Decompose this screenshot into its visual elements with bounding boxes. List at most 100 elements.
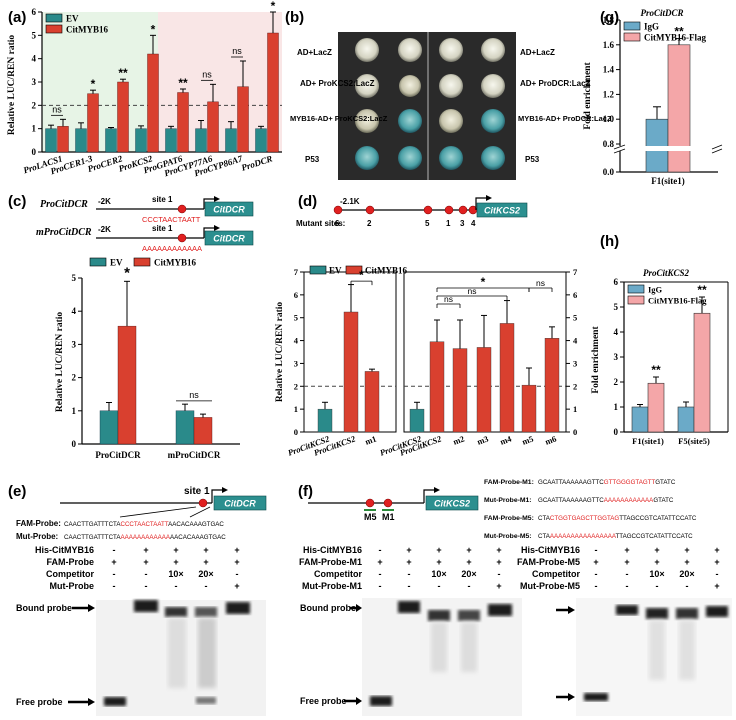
emsa-table-e: His-CitMYB16-++++FAM-Probe+++++Competito… (35, 545, 240, 591)
h-sig-label: ** (651, 363, 661, 377)
c-site-label-m: site 1 (152, 224, 173, 233)
panel-h-label: (h) (600, 233, 619, 250)
gel-f2-band-bound-5 (706, 606, 728, 617)
d-gene-box (476, 202, 528, 218)
a-bar-ev (75, 128, 87, 153)
f-gene-box (425, 495, 479, 511)
d-y-tick-label-right: 4 (573, 336, 578, 346)
yeast-colony (481, 109, 505, 133)
h-bar-igg (631, 406, 649, 433)
a-legend-label: CitMYB16 (66, 25, 108, 35)
f2-cell: 10× (649, 569, 664, 579)
f2-cell: + (654, 545, 659, 555)
g-bar-igg (645, 118, 669, 173)
d-bar-cit (499, 323, 515, 433)
f1-cell: + (466, 545, 471, 555)
f1-row-label: FAM-Probe-M1 (299, 557, 362, 567)
panel-g-label: (g) (600, 9, 619, 26)
d-x-tick-label: m5 (521, 433, 535, 446)
gel-e-band-bound-4 (195, 607, 217, 617)
e-arrow-head-icon (222, 487, 228, 493)
panel-d-construct: -2.1K CitKCS2 Mutant sites: 6 2 5 1 3 4 (296, 195, 528, 228)
f1-cell: - (438, 581, 441, 591)
d-y-tick-label: 0 (294, 427, 298, 437)
d-bar-cit (521, 384, 537, 433)
h-y-tick-label: 3 (614, 352, 619, 362)
mpro-cit-dcr-label: mProCitDCR (36, 227, 92, 238)
c-mut-seq: AAAAAAAAAAAA (142, 244, 202, 253)
e-cell: + (203, 545, 208, 555)
e-cell: + (143, 545, 148, 555)
a-bar-ev (195, 128, 207, 153)
f-seq-pre: GCAATTAAAAAAGTTC (538, 479, 604, 486)
c-gene-name-m: CitDCR (213, 234, 245, 244)
c-x-tick-label: mProCitDCR (168, 450, 221, 460)
d-num-1: 1 (446, 219, 451, 228)
d-x-tick-label: m6 (544, 433, 558, 446)
a-sig-label: ns (202, 69, 212, 79)
gel-f1-band-bound-2 (398, 601, 420, 613)
f1-cell: + (436, 557, 441, 567)
e-row-label: His-CitMYB16 (35, 545, 94, 555)
d-arrow-head-icon (486, 195, 492, 201)
e-cell: - (145, 581, 148, 591)
c-gene-box (204, 201, 254, 217)
d-legend-label: CitMYB16 (365, 266, 407, 276)
a-y-tick-label: 4 (32, 54, 37, 64)
a-bar-cit (237, 86, 249, 153)
e-row-label: Mut-Probe (50, 581, 95, 591)
a-bar-cit (57, 126, 69, 153)
c-site-marker (177, 204, 187, 214)
a-y-tick-label: 0 (32, 147, 37, 157)
c-gene-name: CitDCR (213, 205, 245, 215)
yeast-colony (355, 38, 379, 62)
e-cell: + (143, 557, 148, 567)
d-x-tick-label: ProCitKCS2 (398, 433, 443, 458)
d-bar-cit (476, 347, 492, 433)
e-fam-red: CCCTAACTAATT (120, 521, 168, 528)
e-fam-seq: CAACTTGATTTCTACCCTAACTAATTAACACAAAGTGAC (64, 521, 224, 528)
e-cell: - (205, 581, 208, 591)
f1-cell: - (498, 569, 501, 579)
c-sig-label: * (124, 265, 130, 282)
f2-cell: + (654, 557, 659, 567)
e-gene-name: CitDCR (224, 499, 256, 509)
f-site-m1 (383, 498, 393, 508)
panel-f-seqs: FAM-Probe-M1:GCAATTAAAAAAGTTCGTTGGGGTAGT… (484, 479, 697, 540)
e-row-label: Competitor (46, 569, 94, 579)
d-sig-label: ns (444, 294, 453, 304)
c-arrow-head-m-icon (214, 225, 220, 231)
c-y-tick-label: 4 (72, 306, 77, 316)
f2-cell: - (686, 581, 689, 591)
gel-f2-band-free-1 (584, 693, 608, 701)
d-site-3 (458, 205, 468, 215)
yeast-colony (481, 146, 505, 170)
a-sig-label: ** (178, 76, 188, 90)
yeast-label-l4: P53 (305, 155, 320, 164)
f1-row-label: His-CitMYB16 (303, 545, 362, 555)
panel-c-label: (c) (8, 193, 26, 210)
e-cell: - (145, 569, 148, 579)
gel-f1-band-bound-3 (428, 610, 450, 621)
e-cell: + (234, 581, 239, 591)
g-legend-label: IgG (644, 22, 659, 32)
f2-free-arrow-head-icon (568, 693, 575, 701)
a-bar-ev (105, 128, 117, 153)
d-legend-swatch (309, 265, 327, 275)
f-seq-post: TTAGCCGTCATATTCCATC (616, 533, 694, 540)
d-y-tick-label: 5 (294, 313, 298, 323)
d-y-tick-label-right: 7 (573, 267, 578, 277)
c-tss-arrow (203, 198, 214, 209)
h-bar-flag (693, 312, 711, 433)
gel-f1-smear-4 (461, 622, 477, 672)
a-y-tick-label: 2 (32, 100, 37, 110)
gel-f1-band-bound-5 (488, 604, 512, 616)
c-gene-box-m (204, 230, 254, 246)
e-cell: - (175, 581, 178, 591)
f1-cell: + (406, 545, 411, 555)
h-y-tick-label: 2 (614, 377, 619, 387)
e-tss-arrow (211, 489, 222, 503)
h-legend-label: CitMYB16-Flag (648, 296, 707, 306)
